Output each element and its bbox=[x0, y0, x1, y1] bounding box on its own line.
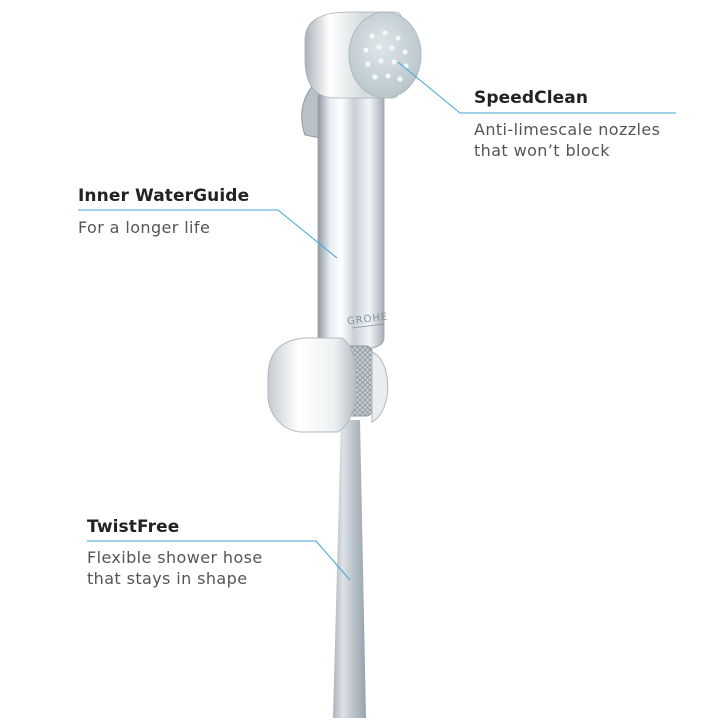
leader-line-speedclean bbox=[397, 61, 676, 114]
callout-title: SpeedClean bbox=[474, 88, 589, 108]
callout-twistfree: TwistFree Flexible shower hose that stay… bbox=[87, 517, 317, 589]
handset-body bbox=[317, 94, 385, 351]
callout-title: TwistFree bbox=[87, 517, 180, 537]
callout-line: that won’t block bbox=[474, 141, 610, 160]
leader-line-twistfree bbox=[87, 540, 351, 581]
callout-line: Flexible shower hose bbox=[87, 548, 263, 567]
callout-line: For a longer life bbox=[78, 218, 211, 237]
nozzle-face bbox=[348, 11, 422, 99]
nozzle-holes bbox=[363, 30, 409, 82]
shower-hose bbox=[333, 420, 366, 718]
callout-inner-waterguide: Inner WaterGuide For a longer life bbox=[78, 186, 308, 238]
leader-line-inner-waterguide bbox=[78, 209, 338, 259]
callout-title: Inner WaterGuide bbox=[78, 186, 250, 206]
wall-holder bbox=[267, 337, 357, 433]
callout-speedclean: SpeedClean Anti-limescale nozzles that w… bbox=[474, 88, 704, 161]
callout-line: that stays in shape bbox=[87, 569, 248, 588]
leader-lines bbox=[78, 61, 676, 581]
callout-line: Anti-limescale nozzles bbox=[474, 120, 661, 139]
brand-engraving: GROHE bbox=[346, 312, 388, 328]
